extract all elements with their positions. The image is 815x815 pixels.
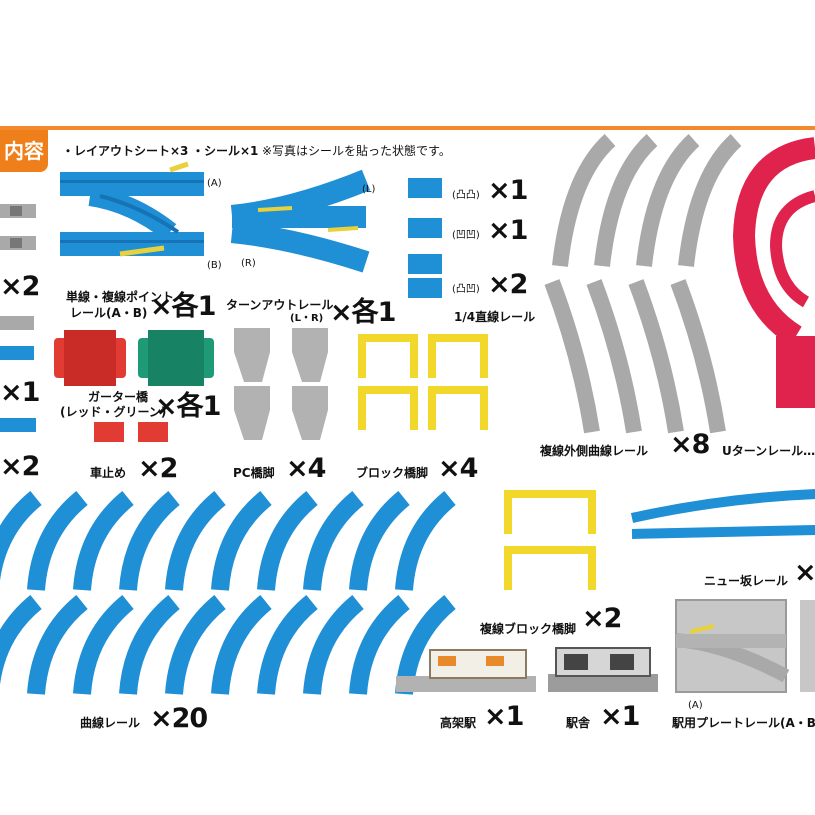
variant-label-a3: (凸凹) [452,284,480,295]
double-block-pier-label: 複線ブロック橋脚 [480,622,577,636]
block-pier-image [358,334,488,430]
variant-label-a: (A) [207,178,222,189]
stopper-qty: ×2 [138,453,178,484]
curve-rail-piece [119,491,180,591]
curve-rail-piece [27,491,88,591]
short-rail-qty-3: ×2 [488,269,528,300]
short-rail-qty-2: ×1 [488,215,528,246]
curve-rail-piece [303,595,364,695]
curve-rail-piece [27,595,88,695]
variant-label-a1: (凸凸) [452,190,480,201]
girder-bridge-label-2: (レッド・グリーン) [60,405,167,419]
uturn-rail-image [732,137,815,408]
curve-rail-piece [73,491,134,591]
section-tag: 内容 [0,130,48,172]
variant-label-a2: (凹凹) [452,230,480,241]
left-rails-image [0,316,34,360]
station-building-image [548,647,658,692]
pc-pier-image [234,328,328,440]
left-qty-2: ×1 [0,377,40,408]
variant-label-b: (B) [207,260,222,271]
double-block-pier-qty: ×2 [582,603,622,634]
station-building-label: 駅舎 [566,716,591,730]
outer-curve-image [544,134,742,434]
curve-rail-piece [349,595,410,695]
curve-rail-label: 曲線レール [80,716,141,730]
point-rail-label-1: 単線・複線ポイント [66,290,175,304]
left-blue-rail-image [0,418,36,432]
curve-rail-piece [395,491,456,591]
elevated-station-qty: ×1 [484,701,524,732]
curve-rail-piece [349,491,410,591]
note-text: ※写真はシールを貼った状態です。 [262,144,451,158]
turnout-rail-qty: ×各1 [330,297,396,328]
curve-rail-piece [73,595,134,695]
station-plate-rail-label: 駅用プレートレール(A・B) [672,716,815,730]
left-qty-1: ×2 [0,271,40,302]
variant-label-r: (R) [241,258,256,269]
header-accent-bar [0,126,815,130]
elevated-station-image [396,649,536,692]
station-plate-rail-image [675,599,815,693]
curve-rail-piece [165,595,226,695]
pc-pier-label: PC橋脚 [233,466,275,480]
turnout-rail-label-2: (L・R) [290,313,324,324]
elevated-station-label: 高架駅 [440,716,477,730]
block-pier-qty: ×4 [438,453,478,484]
curve-rail-piece [257,595,318,695]
curve-rail-piece [119,595,180,695]
turnout-rail-image [230,169,371,273]
new-slope-qty: × [794,557,815,588]
girder-bridge-image [54,330,214,386]
curve-rail-piece [0,595,42,685]
uturn-rail-label: Uターンレール… [722,444,815,458]
new-slope-label: ニュー坂レール [704,574,789,588]
curve-rail-piece [211,595,272,695]
curve-rail-qty: ×20 [150,703,208,734]
short-rails-image [408,178,442,298]
variant-label-l: (L) [362,184,376,195]
girder-bridge-label-1: ガーター橋 [88,390,149,404]
curve-rail-piece [303,491,364,591]
stopper-label: 車止め [90,466,127,480]
curve-rail-piece [211,491,272,591]
short-rail-qty-1: ×1 [488,175,528,206]
pc-pier-qty: ×4 [286,453,326,484]
curve-rail-image [0,491,456,695]
curve-rail-piece [165,491,226,591]
point-rail-label-2: レール(A・B) [70,306,148,320]
outer-curve-qty: ×8 [670,429,710,460]
station-building-qty: ×1 [600,701,640,732]
double-block-pier-image [504,490,596,590]
left-grey-rails-image [0,204,36,250]
new-slope-image [630,489,815,539]
girder-bridge-qty: ×各1 [155,391,221,422]
outer-curve-label: 複線外側曲線レール [540,444,649,458]
point-rail-qty: ×各1 [150,291,216,322]
block-pier-label: ブロック橋脚 [356,466,429,480]
seal-text: ・シール×1 [192,144,259,158]
quarter-straight-label: 1/4直線レール [454,310,536,324]
stopper-image [94,422,168,442]
point-rail-image [60,161,204,257]
curve-rail-piece [257,491,318,591]
station-plate-variant-a: (A) [688,700,703,711]
sheet-text: ・レイアウトシート×3 [62,144,189,158]
curve-rail-piece [0,491,42,581]
left-qty-3: ×2 [0,451,40,482]
turnout-rail-label-1: ターンアウトレール [226,298,334,312]
